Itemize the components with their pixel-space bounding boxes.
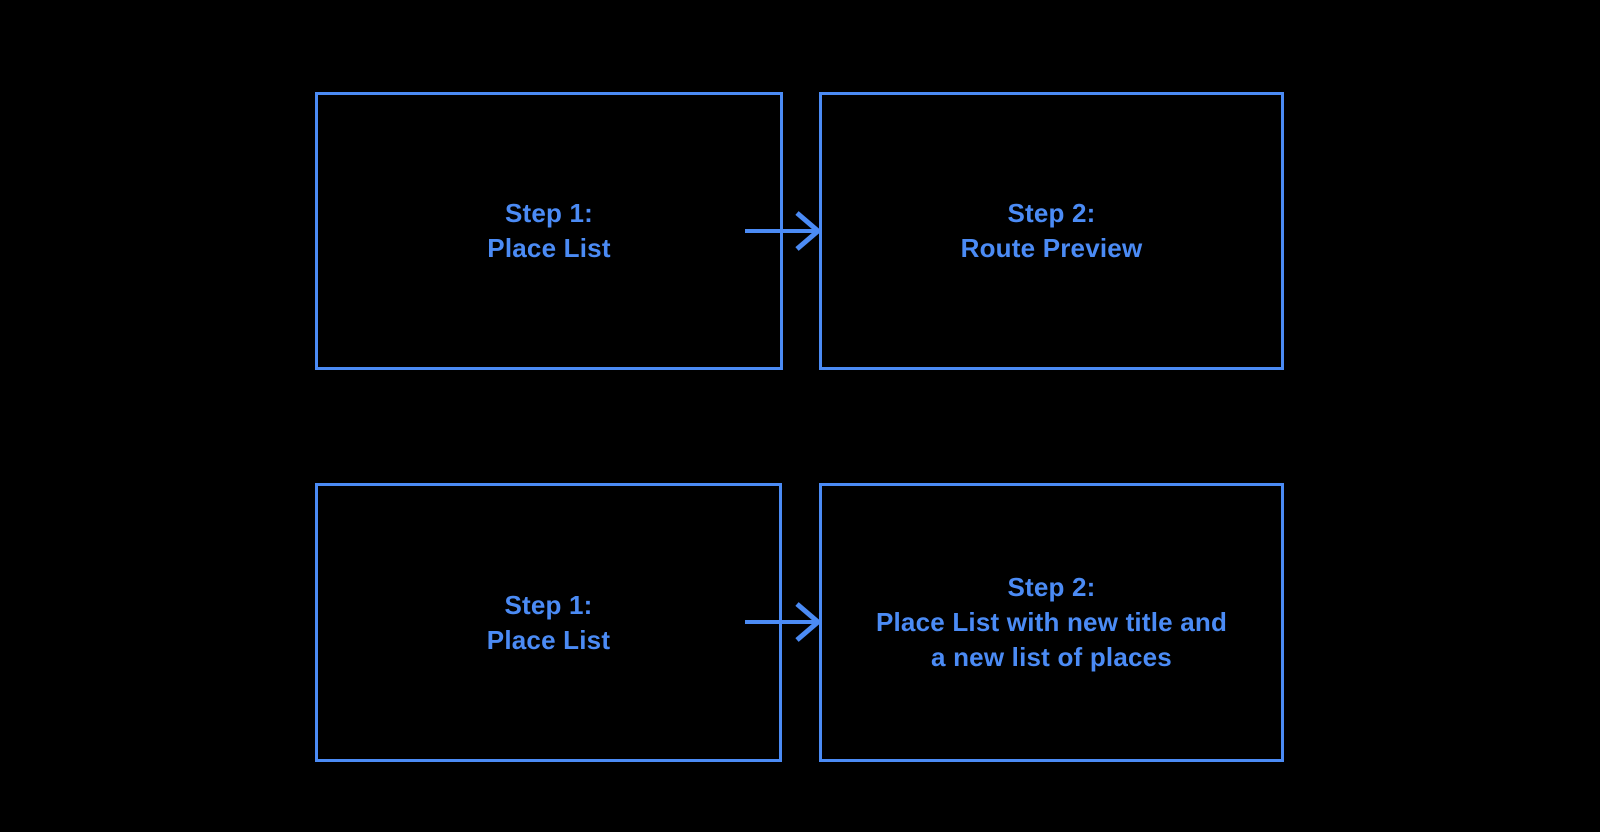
- node-label: Step 1: Place List: [487, 588, 610, 658]
- arrow-head-icon: [795, 602, 822, 642]
- node-label: Step 2: Place List with new title and a …: [876, 570, 1227, 675]
- node-label-line: Place List: [486, 624, 611, 655]
- node-label-line: Route Preview: [960, 233, 1143, 263]
- node-label-line: Place List with new title and: [875, 607, 1228, 637]
- node-label-line: Step 2:: [1007, 572, 1096, 602]
- node-label: Step 1: Place List: [487, 196, 610, 266]
- node-label-line: Step 2:: [1007, 198, 1096, 228]
- arrow-head-icon: [795, 211, 822, 251]
- node-step2-route-preview: Step 2: Route Preview: [819, 92, 1284, 370]
- node-label: Step 2: Route Preview: [961, 196, 1143, 266]
- node-step2-place-list-new-title: Step 2: Place List with new title and a …: [819, 483, 1284, 762]
- node-label-line: Place List: [487, 233, 611, 263]
- node-step1-place-list-bottom: Step 1: Place List: [315, 483, 782, 762]
- node-label-line: Step 1:: [504, 198, 594, 228]
- node-label-line: Step 1:: [504, 589, 593, 620]
- node-label-line: a new list of places: [931, 642, 1172, 672]
- node-step1-place-list-top: Step 1: Place List: [315, 92, 783, 370]
